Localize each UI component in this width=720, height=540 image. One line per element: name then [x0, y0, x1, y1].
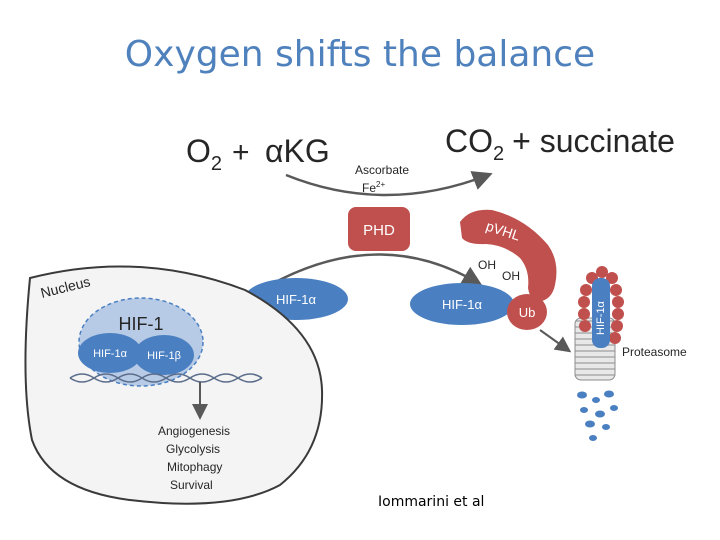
hif1a-bound-label: HIF-1α: [442, 297, 483, 312]
oh-label-1: OH: [478, 258, 496, 272]
iron-label: Fe2+: [362, 180, 385, 195]
oh-label-2: OH: [502, 269, 520, 283]
proteasome: HIF-1α: [574, 266, 624, 381]
ubiquitin: [507, 294, 547, 330]
outcome-mitophagy: Mitophagy: [167, 460, 222, 474]
hydroxylation-arrow: [269, 253, 483, 287]
hif1a-degrading-label: HIF-1α: [595, 300, 607, 335]
dna-helix: [69, 373, 263, 383]
hif1a-nuclear-label: HIF-1α: [93, 348, 128, 360]
hif1a-degrading: [592, 278, 610, 348]
slide-title: Oxygen shifts the balance: [124, 34, 596, 75]
akg-label: αKG: [265, 133, 330, 169]
phd-label: PHD: [363, 222, 395, 239]
outcome-survival: Survival: [170, 478, 213, 492]
degraded-fragments: [577, 390, 618, 441]
hif1a-nuclear: [78, 333, 142, 373]
degradation-arrow: [539, 329, 572, 353]
hif1a-bound: [410, 283, 514, 325]
phd-enzyme: [348, 207, 410, 251]
plus-sign: +: [232, 136, 250, 169]
outcome-glycolysis: Glycolysis: [166, 442, 220, 456]
ascorbate-label: Ascorbate: [355, 163, 409, 177]
outcome-angiogenesis: Angiogenesis: [158, 424, 230, 438]
ubiquitin-label: Ub: [519, 305, 536, 320]
hif1b-nuclear-label: HIF-1β: [147, 350, 181, 362]
proteasome-label: Proteasome: [622, 345, 687, 359]
co2-label: CO2+ succinate: [445, 123, 675, 165]
pvhl-protein: [460, 209, 557, 302]
hif1-complex-label: HIF-1: [119, 314, 164, 334]
citation: Iommarini et al: [378, 494, 485, 510]
hif1b-nuclear: [134, 335, 194, 375]
o2-label: O2: [186, 133, 222, 175]
hif1a-free-label: HIF-1α: [276, 292, 317, 307]
reaction-arrow: [285, 171, 493, 197]
